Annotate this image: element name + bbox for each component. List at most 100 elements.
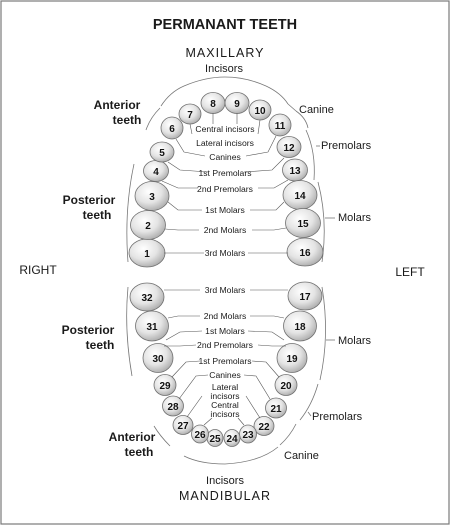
label-lower-central-line2: incisors bbox=[210, 409, 239, 419]
upper-anterior-label-line2: teeth bbox=[113, 113, 142, 127]
leader-canines bbox=[175, 135, 277, 157]
tooth-number: 8 bbox=[210, 99, 216, 110]
upper-canine-tick bbox=[287, 103, 297, 112]
upper-premolars-label: Premolars bbox=[321, 140, 372, 152]
left-label: LEFT bbox=[395, 265, 425, 279]
label-second-molars: 2nd Molars bbox=[204, 225, 247, 235]
upper-canine-label: Canine bbox=[299, 104, 334, 116]
label-lower-lateral-line2: incisors bbox=[210, 391, 239, 401]
tooth-number: 11 bbox=[275, 121, 286, 132]
upper-posterior-label-line2: teeth bbox=[83, 208, 112, 222]
diagram-title: PERMANANT TEETH bbox=[153, 17, 297, 33]
tooth-number: 15 bbox=[297, 219, 309, 230]
lower-leader-lines bbox=[164, 289, 288, 426]
lower-posterior-label-line2: teeth bbox=[86, 338, 115, 352]
upper-premolars-bracket bbox=[305, 129, 315, 181]
tooth-number: 28 bbox=[167, 402, 179, 413]
lower-molars-bracket bbox=[319, 286, 326, 381]
tooth-number: 23 bbox=[242, 430, 254, 441]
tooth-30[interactable] bbox=[142, 343, 174, 373]
leader-lower-central-incisors bbox=[203, 417, 245, 426]
tooth-19[interactable] bbox=[276, 343, 308, 373]
tooth-28[interactable] bbox=[162, 395, 184, 417]
lower-anterior-label-line2: teeth bbox=[125, 445, 154, 459]
upper-molars-label: Molars bbox=[338, 212, 372, 224]
upper-incisors-bracket bbox=[160, 76, 289, 107]
tooth-22[interactable] bbox=[253, 416, 275, 436]
tooth-31[interactable] bbox=[135, 310, 169, 342]
leader-lower-lateral-incisors bbox=[186, 395, 261, 419]
tooth-16[interactable] bbox=[286, 237, 324, 267]
tooth-number: 32 bbox=[141, 293, 153, 304]
label-lateral-incisors: Lateral incisors bbox=[196, 138, 254, 148]
tooth-number: 9 bbox=[234, 99, 240, 110]
upper-canine-bracket bbox=[295, 110, 309, 129]
tooth-27[interactable] bbox=[172, 415, 194, 435]
label-second-premolars: 2nd Premolars bbox=[197, 184, 253, 194]
tooth-number: 25 bbox=[209, 434, 221, 445]
maxillary-label: MAXILLARY bbox=[186, 46, 265, 60]
tooth-number: 18 bbox=[294, 322, 306, 333]
upper-anterior-bracket bbox=[145, 107, 161, 131]
tooth-number: 30 bbox=[152, 354, 164, 365]
tooth-32[interactable] bbox=[129, 282, 165, 312]
tooth-5[interactable] bbox=[149, 141, 175, 163]
tooth-number: 14 bbox=[294, 191, 306, 202]
tooth-21[interactable] bbox=[265, 397, 287, 419]
leader-lower-second-molars bbox=[167, 315, 285, 319]
tooth-3[interactable] bbox=[134, 181, 170, 211]
label-lower-second-premolars: 2nd Premolars bbox=[197, 340, 253, 350]
upper-incisors-label: Incisors bbox=[205, 63, 243, 75]
tooth-number: 6 bbox=[169, 124, 175, 135]
leader-lower-canines bbox=[178, 374, 271, 400]
upper-posterior-label-line1: Posterior bbox=[63, 193, 116, 207]
lower-canine-label: Canine bbox=[284, 450, 319, 462]
tooth-number: 7 bbox=[187, 110, 193, 121]
upper-anterior-label-line1: Anterior bbox=[94, 98, 141, 112]
lower-premolars-label: Premolars bbox=[312, 411, 363, 423]
label-lower-first-premolars: 1st Premolars bbox=[198, 356, 251, 366]
tooth-20[interactable] bbox=[274, 374, 298, 396]
lower-anterior-bracket bbox=[153, 425, 171, 447]
tooth-26[interactable] bbox=[191, 424, 209, 444]
lower-premolars-tick bbox=[307, 411, 312, 417]
label-lower-third-molars: 3rd Molars bbox=[205, 285, 246, 295]
tooth-number: 20 bbox=[280, 381, 292, 392]
upper-leader-lines bbox=[161, 113, 289, 254]
right-label: RIGHT bbox=[19, 263, 57, 277]
tooth-number: 16 bbox=[299, 248, 311, 259]
tooth-15[interactable] bbox=[285, 208, 321, 238]
tooth-number: 2 bbox=[145, 221, 151, 232]
tooth-18[interactable] bbox=[283, 310, 317, 342]
leader-second-molars bbox=[164, 227, 287, 231]
tooth-12[interactable] bbox=[276, 136, 302, 158]
tooth-number: 13 bbox=[289, 166, 301, 177]
leader-central-incisors bbox=[212, 113, 238, 124]
tooth-number: 29 bbox=[159, 381, 171, 392]
label-lower-second-molars: 2nd Molars bbox=[204, 311, 247, 321]
tooth-number: 17 bbox=[299, 292, 311, 303]
tooth-6[interactable] bbox=[160, 116, 184, 140]
label-lower-lateral-line1: Lateral bbox=[212, 382, 238, 392]
tooth-29[interactable] bbox=[153, 374, 177, 396]
label-first-premolars: 1st Premolars bbox=[198, 168, 251, 178]
tooth-number: 21 bbox=[270, 404, 282, 415]
label-canines: Canines bbox=[209, 152, 241, 162]
mandibular-label: MANDIBULAR bbox=[179, 489, 271, 503]
label-lower-central-line1: Central bbox=[211, 400, 239, 410]
label-lower-first-molars: 1st Molars bbox=[205, 326, 245, 336]
lower-teeth: 17 18 19 20 21 22 23 24 25 26 27 28 29 3… bbox=[129, 281, 323, 447]
tooth-number: 31 bbox=[146, 322, 158, 333]
tooth-24[interactable] bbox=[223, 429, 241, 447]
tooth-17[interactable] bbox=[287, 281, 323, 311]
tooth-number: 26 bbox=[194, 430, 206, 441]
leader-first-premolars bbox=[167, 157, 285, 173]
tooth-11[interactable] bbox=[268, 113, 292, 137]
lower-molars-label: Molars bbox=[338, 335, 372, 347]
lower-posterior-bracket bbox=[126, 286, 133, 377]
lower-incisors-label: Incisors bbox=[206, 475, 244, 487]
tooth-number: 5 bbox=[159, 148, 165, 159]
tooth-number: 3 bbox=[149, 192, 155, 203]
lower-anterior-label-line1: Anterior bbox=[109, 430, 156, 444]
